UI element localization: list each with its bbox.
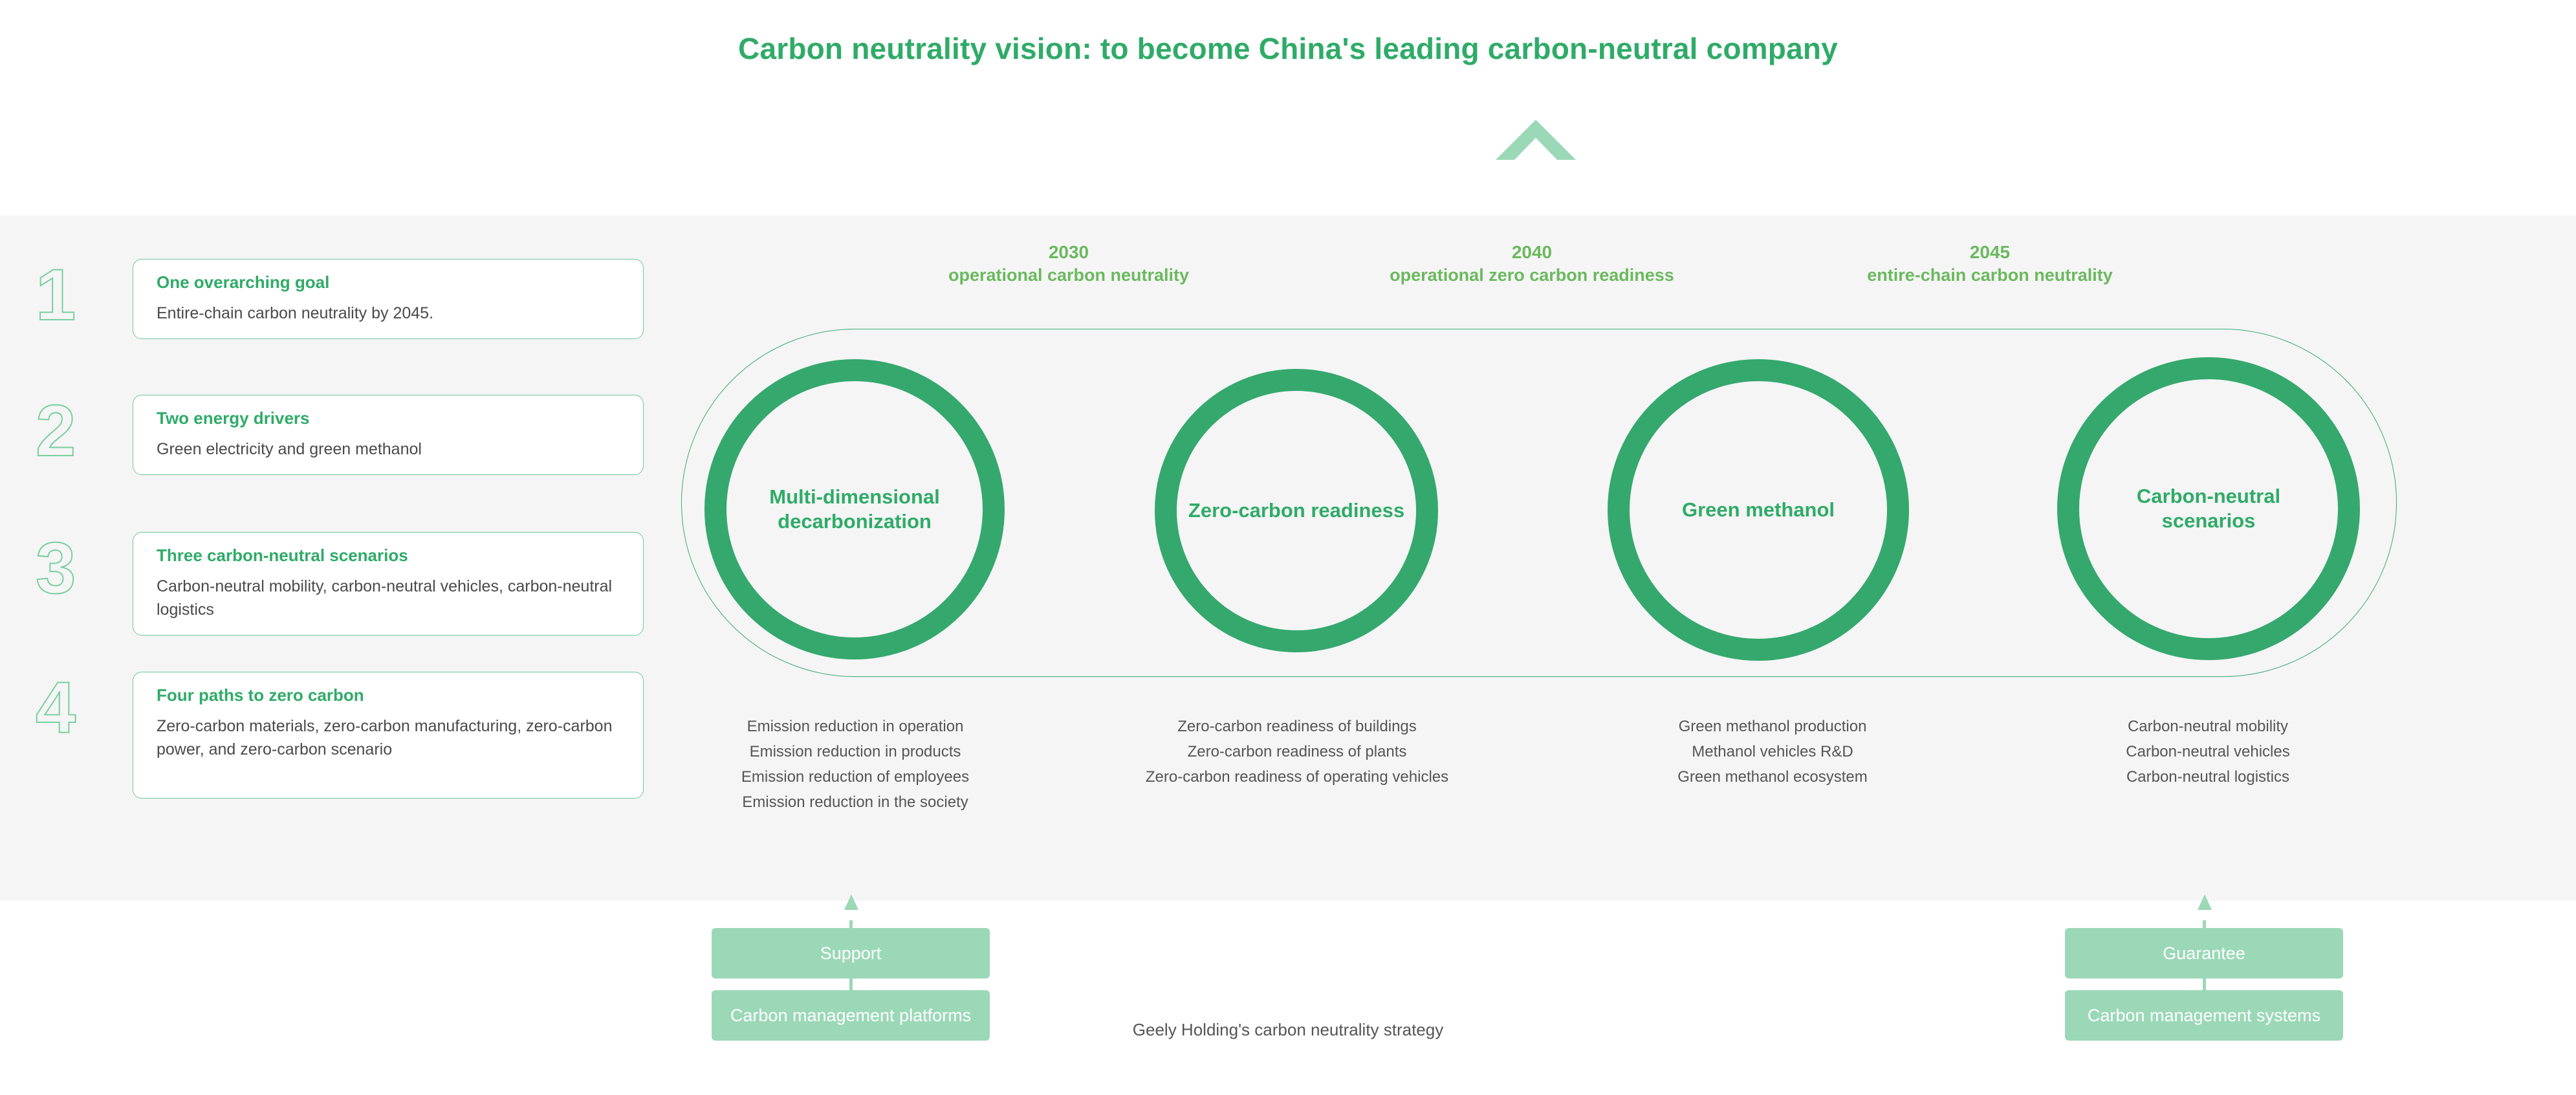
milestone-year: 2030 [1048, 242, 1089, 262]
stage-bullets-3: Green methanol production Methanol vehic… [1578, 714, 1967, 790]
goal-body: Carbon-neutral mobility, carbon-neutral … [157, 577, 613, 619]
list-item: Emission reduction in the society [742, 793, 968, 811]
chevron-up-icon [1496, 120, 1576, 162]
milestone-year: 2045 [1969, 242, 2011, 262]
goal-heading: Two energy drivers [157, 408, 310, 428]
enabler-bottom-label: Carbon management platforms [730, 1005, 972, 1025]
enabler-top-box[interactable]: Guarantee [2065, 928, 2343, 979]
stage-circle-label: Green methanol [1682, 498, 1835, 522]
list-item: Emission reduction of employees [741, 768, 970, 786]
goal-card[interactable]: Four paths to zero carbon Zero-carbon ma… [133, 672, 644, 799]
enabler-top-label: Support [820, 943, 882, 963]
stage-circle-label: Multi-dimensional decarbonization [769, 485, 940, 533]
list-item: Methanol vehicles R&D [1692, 742, 1853, 760]
list-item: Zero-carbon readiness of operating vehic… [1145, 768, 1449, 786]
arrow-up-icon [2198, 894, 2212, 966]
enabler-bottom-label: Carbon management systems [2087, 1005, 2321, 1025]
milestone-2045: 2045 entire-chain carbon neutrality [1776, 241, 2203, 286]
list-item: Zero-carbon readiness of buildings [1177, 718, 1417, 735]
goal-card[interactable]: Three carbon-neutral scenarios Carbon-ne… [133, 532, 644, 636]
goal-body: Green electricity and green methanol [157, 440, 422, 458]
list-item: Emission reduction in operation [747, 718, 964, 735]
figure-caption: Geely Holding's carbon neutrality strate… [1132, 1020, 1444, 1039]
milestone-2030: 2030 operational carbon neutrality [855, 241, 1282, 286]
enabler-group-support[interactable]: Support Carbon management platforms [712, 894, 990, 1041]
enabler-bottom-box[interactable]: Carbon management platforms [712, 990, 990, 1041]
stage-circle-label: Zero-carbon readiness [1188, 499, 1405, 522]
stage-circle-multi-dimensional-decarbonization[interactable]: Multi-dimensional decarbonization [704, 359, 1005, 659]
list-item: Emission reduction in products [749, 742, 961, 760]
stage-circle-label: Carbon-neutral scenarios [2136, 485, 2281, 532]
milestone-label: operational zero carbon readiness [1390, 265, 1674, 285]
list-item: Green methanol ecosystem [1677, 768, 1868, 786]
enabler-top-label: Guarantee [2163, 943, 2245, 963]
goal-number: 3 [35, 527, 76, 608]
list-item: Zero-carbon readiness of plants [1187, 742, 1407, 760]
stage-bullets-1: Emission reduction in operation Emission… [661, 714, 1049, 815]
list-item: Carbon-neutral vehicles [2126, 742, 2290, 760]
milestone-label: entire-chain carbon neutrality [1867, 265, 2113, 285]
goal-body: Zero-carbon materials, zero-carbon manuf… [157, 717, 613, 759]
goal-heading: Four paths to zero carbon [157, 685, 364, 705]
milestone-year: 2040 [1511, 242, 1553, 262]
page-title: Carbon neutrality vision: to become Chin… [738, 32, 1838, 65]
arrow-up-icon [844, 894, 858, 966]
stage-bullets-2: Zero-carbon readiness of buildings Zero-… [1087, 714, 1507, 790]
goal-body: Entire-chain carbon neutrality by 2045. [157, 304, 434, 322]
goal-number: 4 [35, 667, 76, 748]
list-item: Carbon-neutral mobility [2127, 718, 2289, 735]
enabler-top-box[interactable]: Support [712, 928, 990, 979]
stage-circle-carbon-neutral-scenarios[interactable]: Carbon-neutral scenarios [2057, 357, 2360, 660]
list-item: Green methanol production [1678, 718, 1867, 735]
goal-heading: One overarching goal [157, 272, 330, 292]
enabler-group-guarantee[interactable]: Guarantee Carbon management systems [2065, 894, 2343, 1041]
goal-number: 2 [35, 390, 76, 471]
list-item: Carbon-neutral logistics [2126, 768, 2290, 786]
timeline-capsule-outline [681, 329, 2397, 677]
goal-card[interactable]: Two energy drivers Green electricity and… [133, 395, 644, 475]
milestone-label: operational carbon neutrality [948, 265, 1190, 285]
milestone-2040: 2040 operational zero carbon readiness [1318, 241, 1745, 286]
stage-circle-zero-carbon-readiness[interactable]: Zero-carbon readiness [1155, 369, 1438, 652]
stage-circle-green-methanol[interactable]: Green methanol [1608, 359, 1909, 661]
goal-card[interactable]: One overarching goal Entire-chain carbon… [133, 259, 644, 339]
goal-heading: Three carbon-neutral scenarios [157, 546, 408, 565]
goal-number: 1 [35, 254, 76, 335]
stage-bullets-4: Carbon-neutral mobility Carbon-neutral v… [2014, 714, 2402, 790]
enabler-bottom-box[interactable]: Carbon management systems [2065, 990, 2343, 1041]
